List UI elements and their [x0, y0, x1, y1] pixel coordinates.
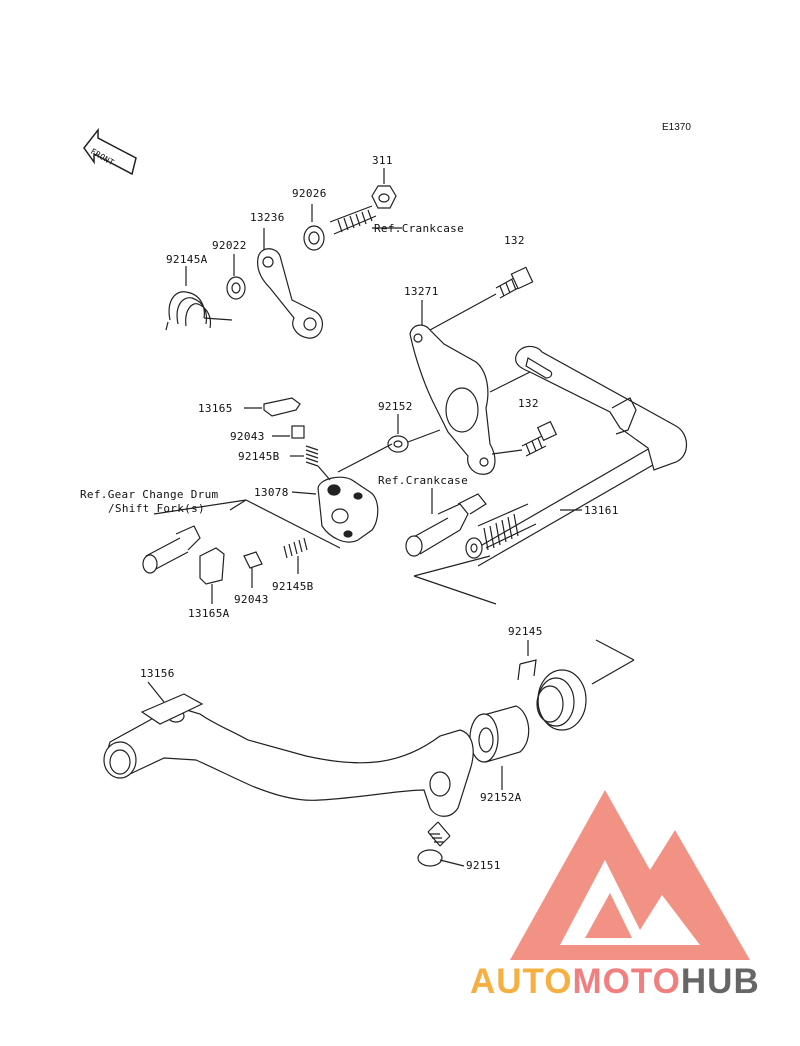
part-label-13271: 13271: [404, 285, 439, 298]
spring-92145B-top: [290, 445, 331, 481]
spring-92145A: [165, 266, 233, 331]
bolt-92151: [417, 821, 465, 867]
pedal-13156: [103, 681, 474, 817]
guide-line: [591, 659, 635, 685]
shaft-13161: [465, 345, 688, 567]
part-label-132-mid: 132: [518, 397, 539, 410]
watermark-part2: MOTO: [572, 962, 681, 1001]
part-label-13078: 13078: [254, 486, 289, 499]
ref-crankcase-mid: Ref.Crankcase: [378, 474, 468, 487]
part-label-311: 311: [372, 154, 393, 167]
watermark-part3: HUB: [680, 962, 760, 1001]
part-label-13165A: 13165A: [188, 607, 230, 620]
part-label-92026: 92026: [292, 187, 327, 200]
part-label-92145: 92145: [508, 625, 543, 638]
washer-92152: [387, 414, 441, 453]
part-label-92152A: 92152A: [480, 791, 522, 804]
bolt-132-mid: [491, 420, 558, 457]
stud-92026: [303, 204, 402, 251]
cam-13078: [291, 443, 393, 543]
pin-gear-change-drum: [142, 499, 341, 574]
watermark-logo: [510, 790, 750, 960]
watermark-part1: AUTO: [470, 962, 573, 1001]
part-label-13161: 13161: [584, 504, 619, 517]
part-label-92043-bottom: 92043: [234, 593, 269, 606]
part-label-13156: 13156: [140, 667, 175, 680]
lever-13236: [257, 228, 324, 339]
part-label-92022: 92022: [212, 239, 247, 252]
ref-gear-drum-line2: /Shift Fork(s): [108, 502, 205, 515]
bolt-132-top: [429, 266, 534, 331]
guide-pin-crankcase: [405, 488, 487, 557]
pin-92043-bottom: [243, 551, 263, 588]
ref-gear-drum-line1: Ref.Gear Change Drum: [80, 488, 219, 501]
collar-92152A: [469, 705, 530, 790]
guide-line: [595, 639, 635, 661]
part-label-92043-top: 92043: [230, 430, 265, 443]
guide-line: [413, 555, 491, 577]
watermark-text: AUTOMOTOHUB: [470, 962, 760, 1002]
spring-92145B-bottom: [283, 537, 308, 574]
plate-13271: [409, 300, 496, 475]
guide-line: [413, 575, 497, 605]
washer-92022: [226, 254, 246, 300]
part-label-92152: 92152: [378, 400, 413, 413]
ref-crankcase-top: Ref.Crankcase: [374, 222, 464, 235]
spring-92145: [517, 640, 587, 731]
part-label-13165: 13165: [198, 402, 233, 415]
pawl-13165-top: [244, 397, 301, 417]
part-label-92145A: 92145A: [166, 253, 208, 266]
pawl-13165A-bottom: [199, 547, 225, 604]
pin-92043-top: [272, 425, 305, 439]
part-label-92145B-bottom: 92145B: [272, 580, 314, 593]
part-label-13236: 13236: [250, 211, 285, 224]
diagram-code: E1370: [662, 122, 691, 133]
part-label-132-top: 132: [504, 234, 525, 247]
nut-311: [371, 168, 397, 209]
part-label-92151: 92151: [466, 859, 501, 872]
front-arrow-icon: [83, 127, 137, 176]
part-label-92145B-top: 92145B: [238, 450, 280, 463]
